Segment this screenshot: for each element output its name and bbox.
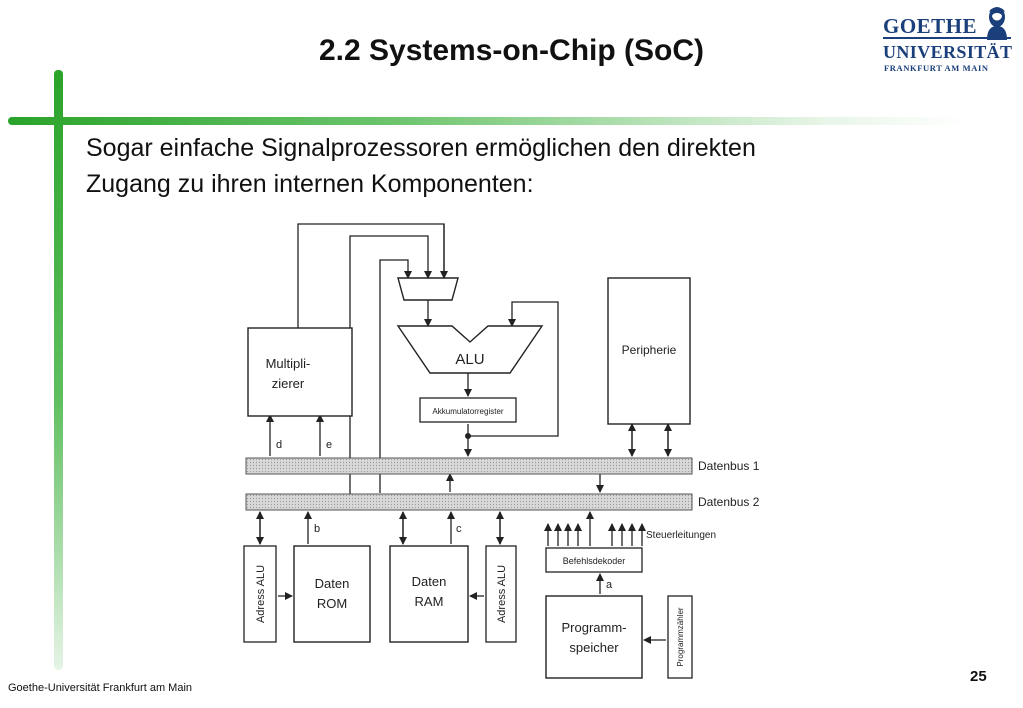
multiplexer bbox=[397, 277, 459, 301]
program-counter bbox=[667, 595, 693, 679]
soc-block-diagram: ALU Akkumulatorregister Multipli- zierer… bbox=[243, 223, 760, 679]
page-title: 2.2 Systems-on-Chip (SoC) bbox=[318, 34, 705, 67]
multiplier-label-2: zierer bbox=[272, 376, 305, 391]
body-text: Sogar einfache Signalprozessoren ermögli… bbox=[86, 130, 966, 202]
label-e: e bbox=[326, 439, 332, 451]
address-alu-2 bbox=[485, 545, 517, 643]
peripherals-label: Peripherie bbox=[622, 343, 677, 357]
data-bus-2 bbox=[245, 493, 693, 511]
multiplier-label-1: Multipli- bbox=[266, 356, 311, 371]
line-bus-to-mux-2 bbox=[379, 259, 412, 493]
page-number: 25 bbox=[970, 668, 987, 685]
junction-dot bbox=[465, 433, 471, 439]
logo-line-2: UNIVERSITÄT bbox=[883, 42, 1013, 62]
instruction-decoder-label: Befehlsdekoder bbox=[563, 556, 626, 566]
address-alu-1 bbox=[243, 545, 277, 643]
body-line-2: Zugang zu ihren internen Komponenten: bbox=[86, 170, 534, 198]
label-d: d bbox=[276, 439, 282, 451]
line-accu-feedback bbox=[468, 301, 559, 437]
alu-label: ALU bbox=[455, 351, 484, 368]
line-mult-to-mux bbox=[297, 223, 445, 328]
data-rom-block bbox=[293, 545, 371, 643]
control-lines-label: Steuerleitungen bbox=[646, 530, 716, 541]
program-memory-block bbox=[545, 595, 643, 679]
data-ram-label-1: Daten bbox=[412, 574, 447, 589]
address-alu-2-label: Adress ALU bbox=[496, 565, 508, 623]
multiplier-block bbox=[247, 327, 353, 417]
peripherals-block bbox=[607, 277, 691, 425]
data-bus-2-label: Datenbus 2 bbox=[698, 495, 760, 509]
goethe-portrait-icon bbox=[987, 7, 1007, 40]
instruction-decoder bbox=[545, 547, 643, 573]
footer-institution: Goethe-Universität Frankfurt am Main bbox=[8, 682, 193, 694]
program-memory-label-2: speicher bbox=[569, 640, 619, 655]
data-rom-label-2: ROM bbox=[317, 596, 347, 611]
university-logo: GOETHE UNIVERSITÄT FRANKFURT AM MAIN bbox=[883, 4, 1015, 74]
data-bus-1 bbox=[245, 457, 693, 475]
data-rom-label-1: Daten bbox=[315, 576, 350, 591]
data-ram-block bbox=[389, 545, 469, 643]
address-alu-1-label: Adress ALU bbox=[255, 565, 267, 623]
label-c: c bbox=[456, 523, 462, 535]
logo-line-1: GOETHE bbox=[883, 14, 978, 38]
body-line-1: Sogar einfache Signalprozessoren ermögli… bbox=[86, 134, 756, 162]
accumulator-register bbox=[419, 397, 517, 423]
logo-line-3: FRANKFURT AM MAIN bbox=[884, 63, 989, 73]
label-a: a bbox=[606, 579, 613, 591]
program-memory-label-1: Programm- bbox=[561, 620, 626, 635]
data-ram-label-2: RAM bbox=[415, 594, 444, 609]
green-vertical-bar bbox=[54, 70, 63, 670]
alu-block bbox=[396, 325, 544, 374]
green-horizontal-bar bbox=[8, 117, 968, 125]
data-bus-1-label: Datenbus 1 bbox=[698, 459, 760, 473]
label-b: b bbox=[314, 523, 320, 535]
program-counter-label: Programmzähler bbox=[676, 607, 685, 666]
logo-divider bbox=[883, 37, 1011, 39]
accumulator-label: Akkumulatorregister bbox=[432, 407, 503, 416]
